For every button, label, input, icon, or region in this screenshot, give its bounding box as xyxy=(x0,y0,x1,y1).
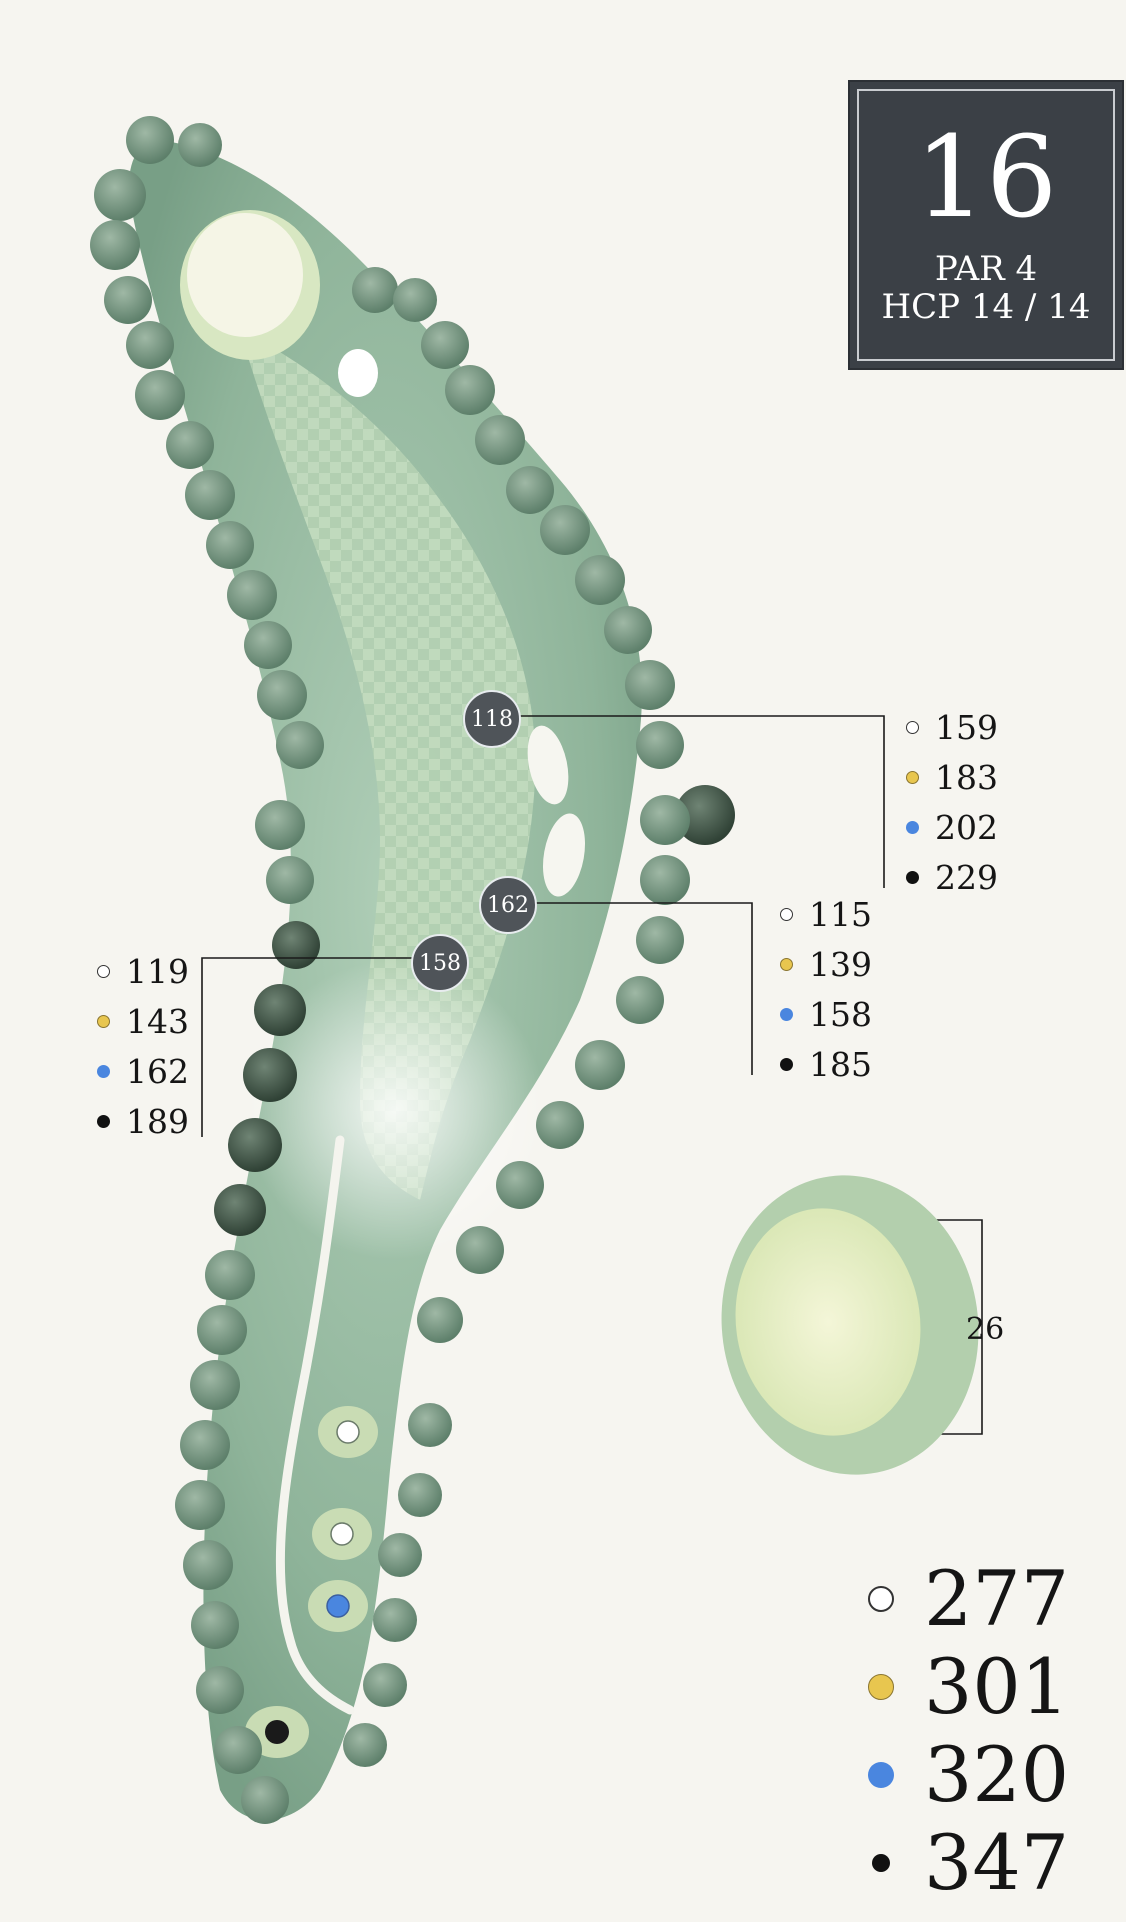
green-depth: 26 xyxy=(966,1312,1005,1347)
bunker xyxy=(527,725,569,805)
distance-row-white: 159 xyxy=(906,702,998,752)
distance-value: 189 xyxy=(126,1101,189,1141)
hole-info-border xyxy=(857,89,1115,361)
total-row-white: 277 xyxy=(868,1555,1069,1643)
hole-handicap: HCP 14 / 14 xyxy=(881,287,1091,327)
distance-value: 119 xyxy=(126,951,189,991)
tee-black-dot-icon xyxy=(780,1057,793,1071)
distance-value: 115 xyxy=(809,894,872,934)
total-value: 277 xyxy=(924,1554,1070,1643)
bunker xyxy=(338,349,378,397)
tee-blue-dot-icon xyxy=(868,1762,894,1788)
distance-row-black: 229 xyxy=(906,852,998,902)
distance-value: 143 xyxy=(126,1001,189,1041)
tee-white-dot-icon xyxy=(97,964,110,978)
distance-row-black: 189 xyxy=(97,1096,189,1146)
distance-row-blue: 202 xyxy=(906,802,998,852)
tee-blue-dot-icon xyxy=(780,1007,793,1021)
total-value: 347 xyxy=(924,1818,1070,1907)
distance-value: 159 xyxy=(935,707,998,747)
tree-line-right xyxy=(343,267,735,1767)
tee-black-dot-icon xyxy=(872,1854,890,1872)
distance-value: 185 xyxy=(809,1044,872,1084)
distance-row-white: 115 xyxy=(780,889,872,939)
tee-yellow-dot-icon xyxy=(868,1674,894,1700)
cart-path xyxy=(275,1135,355,1715)
distance-row-yellow: 143 xyxy=(97,996,189,1046)
tee-black-icon xyxy=(265,1720,289,1744)
tee-blue-dot-icon xyxy=(906,820,919,834)
green-detail xyxy=(721,1175,979,1475)
tee-white-dot-icon xyxy=(906,720,919,734)
tee-white-icon xyxy=(336,1420,360,1444)
tee-black-dot-icon xyxy=(97,1114,110,1128)
distances-from-middle-marker: 115 139 158 185 xyxy=(780,889,872,1089)
tee-totals: 277 301 320 347 xyxy=(868,1555,1069,1907)
tee-white-dot-icon xyxy=(780,907,793,921)
total-row-yellow: 301 xyxy=(868,1643,1069,1731)
total-value: 301 xyxy=(924,1642,1070,1731)
distance-marker-middle: 162 xyxy=(479,876,537,934)
distance-value: 158 xyxy=(809,994,872,1034)
tee-black-dot-icon xyxy=(906,870,919,884)
total-row-black: 347 xyxy=(868,1819,1069,1907)
distance-value: 229 xyxy=(935,857,998,897)
tee-yellow-dot-icon xyxy=(97,1014,110,1028)
distance-value: 202 xyxy=(935,807,998,847)
tee-yellow-icon xyxy=(330,1522,354,1546)
hole-number: 16 xyxy=(914,113,1058,243)
distance-row-black: 185 xyxy=(780,1039,872,1089)
distance-row-yellow: 183 xyxy=(906,752,998,802)
tee-white-dot-icon xyxy=(868,1586,894,1612)
hole-par: PAR 4 xyxy=(934,249,1038,289)
distance-value: 162 xyxy=(126,1051,189,1091)
bunker xyxy=(542,813,586,897)
distance-marker-top: 118 xyxy=(463,690,521,748)
distance-row-white: 119 xyxy=(97,946,189,996)
distance-marker-lower: 158 xyxy=(411,934,469,992)
tree-line-left xyxy=(90,116,324,1824)
distance-value: 183 xyxy=(935,757,998,797)
total-value: 320 xyxy=(924,1730,1070,1819)
distances-from-top-marker: 159 183 202 229 xyxy=(906,702,998,902)
distance-value: 139 xyxy=(809,944,872,984)
tee-yellow-dot-icon xyxy=(906,770,919,784)
tee-yellow-dot-icon xyxy=(780,957,793,971)
tee-blue-icon xyxy=(326,1594,350,1618)
distance-row-yellow: 139 xyxy=(780,939,872,989)
distance-row-blue: 162 xyxy=(97,1046,189,1096)
distances-from-lower-marker: 119 143 162 189 xyxy=(97,946,189,1146)
hole-info-box: 16 PAR 4 HCP 14 / 14 xyxy=(850,82,1122,368)
total-row-blue: 320 xyxy=(868,1731,1069,1819)
distance-row-blue: 158 xyxy=(780,989,872,1039)
tee-blue-dot-icon xyxy=(97,1064,110,1078)
